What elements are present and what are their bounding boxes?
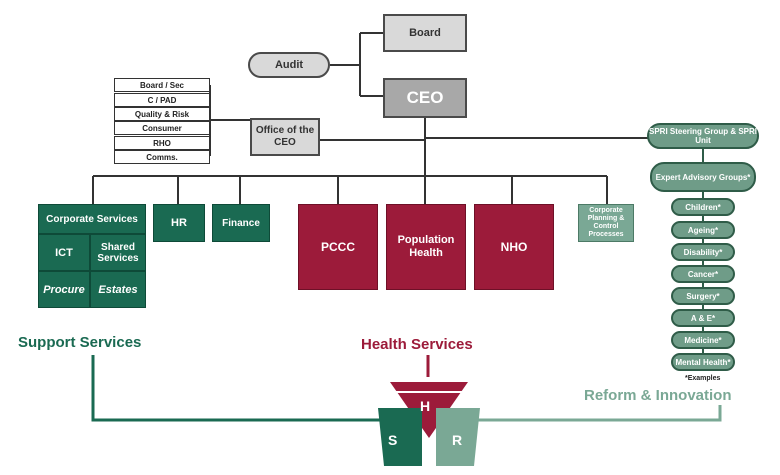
ceo-box: CEO bbox=[383, 78, 467, 118]
expert-group-pill: Medicine* bbox=[671, 331, 735, 349]
corporate-planning-box: Corporate Planning & Control Processes bbox=[578, 204, 634, 242]
pccc-box: PCCC bbox=[298, 204, 378, 290]
expert-advisory-box: Expert Advisory Groups* bbox=[650, 162, 756, 192]
expert-group-pill: Cancer* bbox=[671, 265, 735, 283]
staff-unit: Comms. bbox=[114, 150, 210, 164]
shr-logo bbox=[378, 382, 480, 466]
corporate-services-title: Corporate Services bbox=[38, 204, 146, 234]
hr-box: HR bbox=[153, 204, 205, 242]
staff-unit: C / PAD bbox=[114, 93, 210, 107]
staff-unit: Board / Sec bbox=[114, 78, 210, 92]
office-of-ceo-box: Office of the CEO bbox=[250, 118, 320, 156]
expert-group-pill: A & E* bbox=[671, 309, 735, 327]
expert-group-pill: Disability* bbox=[671, 243, 735, 261]
logo-letter-r: R bbox=[452, 432, 463, 448]
staff-unit: RHO bbox=[114, 136, 210, 150]
finance-box: Finance bbox=[212, 204, 270, 242]
ict-box: ICT bbox=[38, 234, 90, 271]
procure-box: Procure bbox=[38, 271, 90, 308]
staff-unit: Quality & Risk bbox=[114, 107, 210, 121]
spri-steering-box: SPRI Steering Group & SPRI Unit bbox=[647, 123, 759, 149]
estates-box: Estates bbox=[90, 271, 146, 308]
logo-letter-h: H bbox=[420, 398, 431, 414]
expert-group-pill: Surgery* bbox=[671, 287, 735, 305]
shared-services-box: Shared Services bbox=[90, 234, 146, 271]
board-box: Board bbox=[383, 14, 467, 52]
expert-group-pill: Mental Health* bbox=[671, 353, 735, 371]
support-services-label: Support Services bbox=[18, 334, 142, 351]
population-health-box: Population Health bbox=[386, 204, 466, 290]
nho-box: NHO bbox=[474, 204, 554, 290]
audit-box: Audit bbox=[248, 52, 330, 78]
reform-innovation-label: Reform & Innovation bbox=[584, 387, 732, 404]
expert-group-pill: Ageing* bbox=[671, 221, 735, 239]
logo-letter-s: S bbox=[388, 432, 398, 448]
expert-group-pill: Children* bbox=[671, 198, 735, 216]
health-services-label: Health Services bbox=[361, 336, 473, 353]
corporate-services-block: Corporate Services ICT Shared Services P… bbox=[38, 204, 146, 308]
staff-unit: Consumer bbox=[114, 121, 210, 135]
examples-note: *Examples bbox=[685, 375, 721, 382]
